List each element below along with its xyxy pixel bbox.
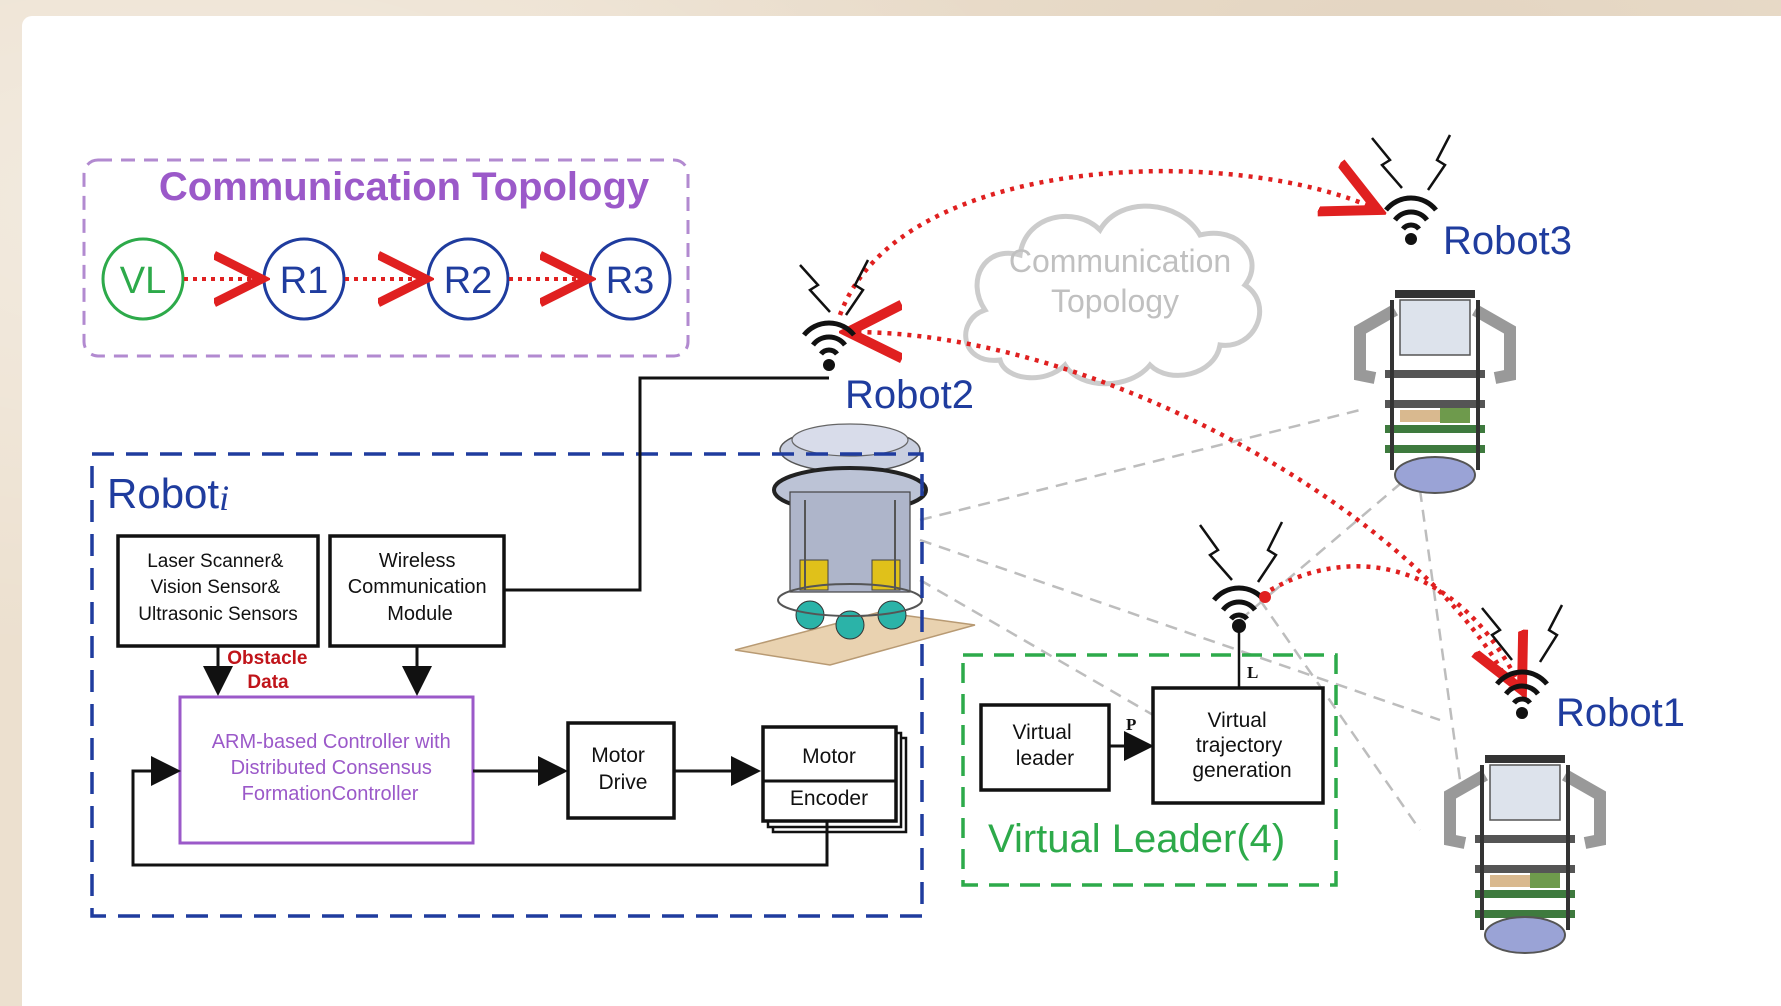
lightning-icon <box>1371 134 1452 191</box>
virtual-leader-antenna: L <box>1198 521 1284 688</box>
topology-node-r3-label: R3 <box>606 260 655 302</box>
robot1-antenna <box>1481 604 1564 719</box>
robot1-label: Robot1 <box>1556 691 1685 735</box>
robot2-antenna <box>799 259 870 371</box>
wireless-link-line <box>504 376 829 592</box>
controller-block <box>178 695 475 845</box>
topology-node-r2-label: R2 <box>444 260 493 302</box>
feedback-loop-line <box>131 756 829 867</box>
sensor-line2: Vision Sensor& <box>151 577 281 598</box>
communication-arcs <box>837 171 1522 690</box>
topology-node-r1-label: R1 <box>280 260 329 302</box>
sensor-line3: Ultrasonic Sensors <box>138 604 297 625</box>
robot1-image <box>1444 755 1606 954</box>
obstacle-line2: Data <box>247 672 289 693</box>
wifi-icon <box>802 320 856 356</box>
wireless-line3: Module <box>387 603 453 625</box>
motor-label: Motor <box>802 745 856 768</box>
svg-text:ARM-based Controller with: ARM-based Controller with Distributed Co… <box>212 731 457 805</box>
controller-line1: ARM-based Controller with <box>212 731 451 753</box>
trajectory-block <box>1151 686 1325 805</box>
trajectory-line2: trajectory <box>1196 734 1283 757</box>
lightning-icon <box>1198 521 1284 583</box>
virtual-leader-line1: Virtual <box>1013 721 1072 744</box>
wireless-line2: Communication <box>348 576 487 598</box>
virtual-leader-box: Virtual leader P Virtual trajectory gene… <box>961 653 1338 887</box>
svg-text:Virtual trajectory: Virtual trajectory generation <box>1192 709 1291 782</box>
sensor-line1: Laser Scanner& <box>147 551 284 572</box>
wifi-icon <box>1212 585 1266 621</box>
trajectory-line3: generation <box>1192 759 1291 782</box>
l-label: L <box>1247 663 1258 682</box>
trajectory-line1: Virtual <box>1208 709 1267 732</box>
cloud-label-line2: Topology <box>1051 283 1179 319</box>
svg-text:Wireless Communication: Wireless Communication Module <box>348 550 493 625</box>
controller-line3: FormationController <box>242 783 419 805</box>
lightning-icon <box>1481 604 1564 663</box>
robot3-label: Robot3 <box>1443 219 1572 263</box>
wireless-module-block <box>328 534 506 648</box>
motor-drive-line1: Motor <box>591 744 645 767</box>
cloud-icon: Communication Topology <box>963 203 1263 387</box>
robot2-label: Robot2 <box>845 373 974 417</box>
svg-text:Laser Scanner& Vision Se: Laser Scanner& Vision Sensor& Ultrasonic… <box>138 551 297 625</box>
robot-i-box: Roboti Laser Scanner& Vision Sensor& Ult… <box>90 376 924 918</box>
topology-title: Communication Topology <box>159 165 650 209</box>
virtual-leader-title: Virtual Leader(4) <box>988 817 1285 861</box>
topology-node-vl-label: VL <box>120 260 166 302</box>
obstacle-line1: Obstacle <box>227 648 307 669</box>
wireless-line1: Wireless <box>379 550 456 572</box>
svg-text:Motor Drive: Motor Drive <box>591 744 651 794</box>
robot3-antenna <box>1371 134 1452 245</box>
communication-topology-box: Communication Topology VL R1 R2 R3 <box>82 158 690 358</box>
lightning-icon <box>799 259 870 316</box>
motor-drive-block <box>566 721 676 820</box>
controller-line2: Distributed Consensus <box>231 757 432 779</box>
cloud-label-line1: Communication <box>1009 243 1231 279</box>
virtual-leader-line2: leader <box>1016 747 1074 770</box>
encoder-label: Encoder <box>790 787 868 810</box>
motor-drive-line2: Drive <box>598 771 647 794</box>
wifi-icon <box>1384 195 1438 231</box>
robot2-image <box>734 423 976 666</box>
p-label: P <box>1126 715 1136 734</box>
robot3-image <box>1354 290 1516 494</box>
topology-node-vl <box>101 237 185 321</box>
svg-text:Obstacle Data: Obstacle Data <box>227 648 313 693</box>
wifi-icon <box>1495 669 1549 705</box>
svg-text:Virtual leader: Virtual leader <box>1013 721 1078 770</box>
motor-encoder-block: Motor Encoder <box>761 725 908 834</box>
robot-i-title: Roboti <box>107 470 229 518</box>
